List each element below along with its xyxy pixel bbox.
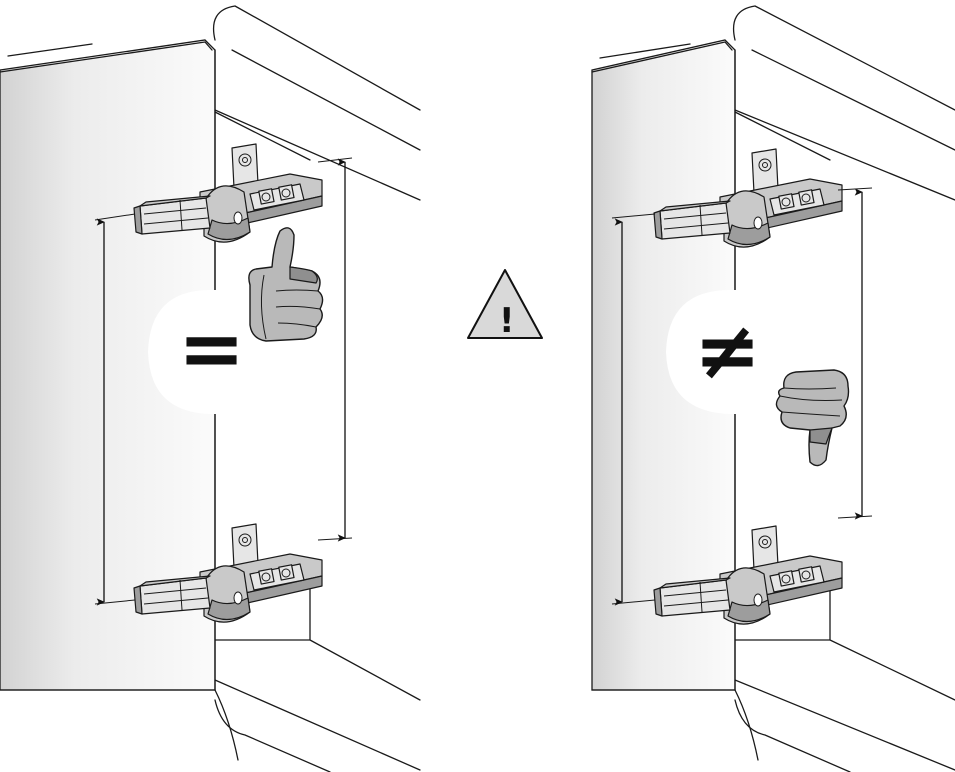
not-equal-badge: ≠ (666, 290, 770, 414)
not-equal-sign: ≠ (694, 304, 761, 397)
cabinet-top-left (212, 5, 421, 201)
cabinet-top-right (732, 5, 955, 201)
warning-sign: ! (467, 269, 543, 341)
right-panel-incorrect: ≠ (591, 5, 955, 772)
warning-exclamation: ! (499, 301, 515, 341)
equal-badge: = (148, 290, 260, 414)
left-panel-correct: = (0, 5, 421, 772)
thumbs-down-icon (775, 369, 850, 467)
warning-triangle-icon (467, 269, 543, 339)
thumbs-up-icon (248, 227, 324, 342)
equal-sign: = (178, 302, 245, 395)
